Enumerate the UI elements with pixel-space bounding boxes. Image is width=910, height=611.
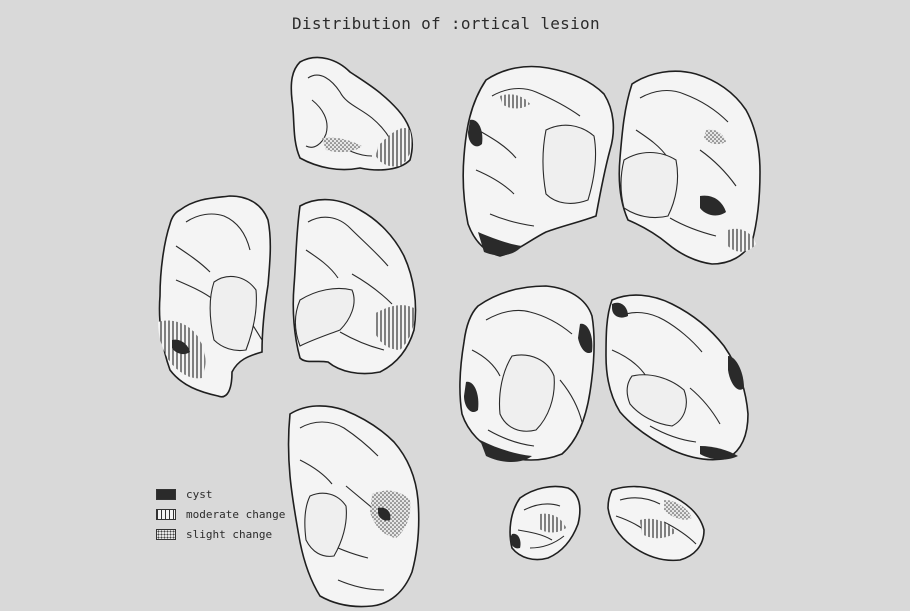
section-bottom-right-b — [608, 487, 704, 561]
section-left-middle — [158, 196, 270, 397]
legend-label-slight: slight change — [186, 528, 272, 541]
legend-label-moderate: moderate change — [186, 508, 285, 521]
legend-item-moderate: moderate change — [156, 504, 285, 524]
legend-item-slight: slight change — [156, 524, 285, 544]
legend-item-cyst: cyst — [156, 484, 285, 504]
section-mid-right-a — [460, 286, 594, 462]
section-bottom-center — [289, 406, 419, 607]
section-top-right-a — [463, 67, 613, 257]
section-top-center — [291, 57, 412, 169]
legend-swatch-cyst — [156, 489, 176, 500]
section-mid-right-b — [606, 295, 748, 460]
legend: cyst moderate change slight change — [156, 484, 285, 544]
legend-label-cyst: cyst — [186, 488, 213, 501]
section-center-middle — [293, 200, 415, 374]
section-top-right-b — [619, 71, 760, 264]
section-bottom-right-a — [510, 486, 580, 559]
legend-swatch-moderate — [156, 509, 176, 520]
legend-swatch-slight — [156, 529, 176, 540]
